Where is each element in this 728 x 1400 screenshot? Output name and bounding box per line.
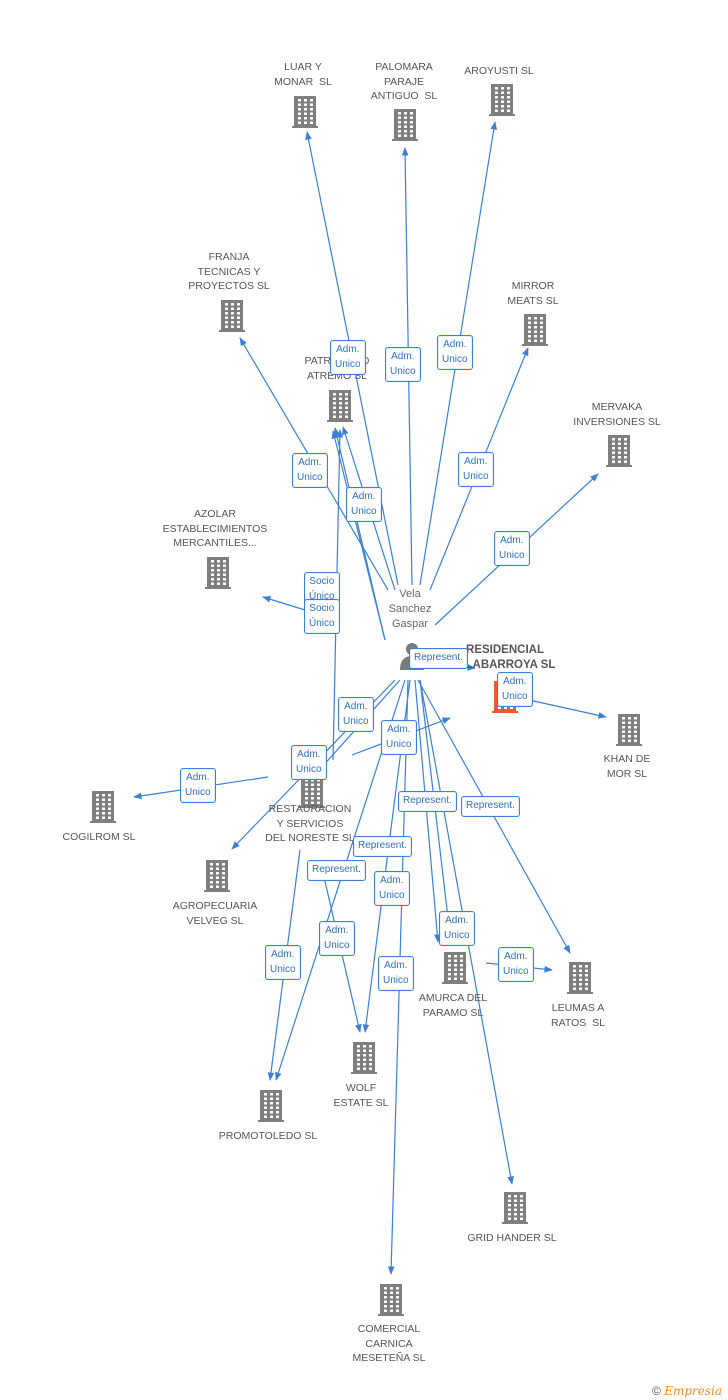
relation-edge [333,427,386,641]
relation-tag[interactable]: Adm. Unico [498,947,534,982]
building-icon-amurca[interactable] [442,952,468,984]
relation-tag[interactable]: Adm. Unico [180,768,216,803]
building-icon-wolf[interactable] [351,1042,377,1074]
relation-tag[interactable]: Adm. Unico [385,347,421,382]
building-icon-leumas[interactable] [567,962,593,994]
building-icon-cogilrom[interactable] [90,791,116,823]
company-label-mervaka[interactable]: MERVAKA INVERSIONES SL [573,401,661,428]
relation-tag[interactable]: Adm. Unico [319,921,355,956]
company-label-gridhander[interactable]: GRID HANDER SL [467,1232,557,1244]
relation-tag[interactable]: Represent. [398,791,457,812]
relation-edge [262,596,306,611]
relation-tag[interactable]: Adm. Unico [346,487,382,522]
relation-tag[interactable]: Adm. Unico [458,452,494,487]
company-label-franja[interactable]: FRANJA TECNICAS Y PROYECTOS SL [188,251,270,292]
company-label-promotoledo[interactable]: PROMOTOLEDO SL [218,1130,318,1142]
building-icon-palomara[interactable] [392,109,418,141]
relation-tag[interactable]: Adm. Unico [378,956,414,991]
relation-tag[interactable]: Adm. Unico [439,911,475,946]
relation-tag[interactable]: Represent. [461,796,520,817]
building-icon-gridhander[interactable] [502,1192,528,1224]
footer: © Empresia [652,1384,722,1398]
relation-tag[interactable]: Adm. Unico [265,945,301,980]
company-label-wolf[interactable]: WOLF ESTATE SL [333,1082,389,1109]
company-label-azolar[interactable]: AZOLAR ESTABLECIMIENTOS MERCANTILES... [162,508,268,549]
relation-tag[interactable]: Represent. [353,836,412,857]
relation-tag[interactable]: Adm. Unico [291,745,327,780]
relation-tag[interactable]: Adm. Unico [494,531,530,566]
building-icon-franja[interactable] [219,300,245,332]
relation-tag[interactable]: Adm. Unico [374,871,410,906]
company-label-cogilrom[interactable]: COGILROM SL [62,831,136,843]
relation-edge [417,679,571,954]
relation-tag[interactable]: Adm. Unico [338,697,374,732]
relation-tag[interactable]: Represent. [409,648,468,669]
building-icon-mervaka[interactable] [606,435,632,467]
company-label-khan[interactable]: KHAN DE MOR SL [603,753,651,780]
relation-edge [519,697,607,719]
company-label-comercial[interactable]: COMERCIAL CARNICA MESETEÑA SL [352,1323,426,1364]
relation-tag[interactable]: Represent. [307,860,366,881]
building-icon-azolar[interactable] [205,557,231,589]
relation-tag[interactable]: Adm. Unico [437,335,473,370]
building-icon-luar[interactable] [292,96,318,128]
relation-tag[interactable]: Adm. Unico [381,720,417,755]
relation-tag[interactable]: Adm. Unico [330,340,366,375]
company-label-aroyusti[interactable]: AROYUSTI SL [464,65,534,77]
relation-tag[interactable]: Adm. Unico [292,453,328,488]
building-icon-khan[interactable] [616,714,642,746]
company-label-agropecuaria[interactable]: AGROPECUARIA VELVEG SL [172,900,258,927]
person-label[interactable]: Vela Sanchez Gaspar [388,588,432,630]
company-label-luar[interactable]: LUAR Y MONAR SL [274,61,332,88]
company-label-amurca[interactable]: AMURCA DEL PARAMO SL [418,992,488,1019]
building-icon-promotoledo[interactable] [258,1090,284,1122]
building-icon-comercial[interactable] [378,1284,404,1316]
company-label-palomara[interactable]: PALOMARA PARAJE ANTIGUO SL [370,61,438,102]
building-icon-restauracion[interactable] [299,776,325,808]
building-icon-aroyusti[interactable] [489,84,515,116]
building-icon-mirror[interactable] [522,314,548,346]
building-icon-agropecuaria[interactable] [204,860,230,892]
copyright-symbol: © [652,1384,661,1398]
relation-tag[interactable]: Socio Único [304,599,340,634]
relation-tag[interactable]: Adm. Unico [497,672,533,707]
building-icon-patrimonio[interactable] [327,390,353,422]
company-label-restauracion[interactable]: RESTAURACION Y SERVICIOS DEL NORESTE SL [265,803,355,844]
company-label-leumas[interactable]: LEUMAS A RATOS SL [551,1002,605,1029]
central-company-label[interactable]: RESIDENCIAL VILABARROYA SL [454,644,556,671]
company-label-mirror[interactable]: MIRROR MEATS SL [507,280,559,307]
empresia-logo[interactable]: Empresia [664,1384,722,1398]
